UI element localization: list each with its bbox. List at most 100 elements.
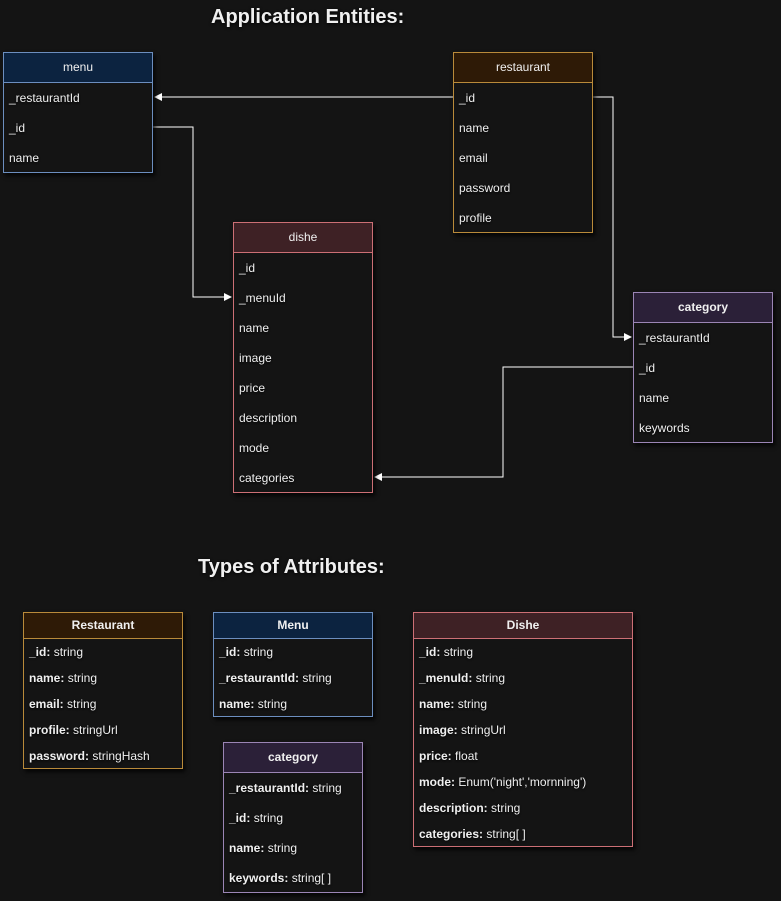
category-types-table[interactable]: category _restaurantId: string _id: stri… [223,742,363,893]
category-type-row: keywords: string[ ] [224,863,362,893]
dishe-entity[interactable]: dishe _id _menuId name image price descr… [233,222,373,493]
dishe-type-row: mode: Enum('night','mornning') [414,769,632,795]
menu-type-row: _restaurantId: string [214,665,372,691]
type-field-value: stringHash [92,749,150,763]
dishe-field-menuid: _menuId [239,291,286,305]
type-field-value: string [457,697,488,711]
type-field-value: string [67,671,98,685]
restaurant-entity-title: restaurant [454,53,592,83]
restaurant-type-row: password: stringHash [24,743,182,769]
restaurant-field-id: _id [459,91,476,105]
dishe-field-mode: mode [239,441,270,455]
type-field-value: string [257,697,288,711]
type-field-key: _id: [219,645,241,659]
type-field-value: string[ ] [486,827,526,841]
dishe-type-row: _id: string [414,639,632,665]
restaurant-field-email: email [459,151,488,165]
type-field-key: keywords: [229,871,289,885]
type-field-value: string [253,811,284,825]
restaurant-type-row: profile: stringUrl [24,717,182,743]
category-type-row: _id: string [224,803,362,833]
menu-entity-title: menu [4,53,152,83]
dishe-types-table[interactable]: Dishe _id: string _menuId: string name: … [413,612,633,847]
dishe-field-categories: categories [239,471,295,485]
type-field-key: description: [419,801,488,815]
category-field-name: name [639,391,670,405]
restaurant-type-row: _id: string [24,639,182,665]
type-field-value: string [243,645,274,659]
type-field-value: string [475,671,506,685]
type-field-key: _restaurantId: [229,781,310,795]
type-field-key: _id: [419,645,441,659]
menu-types-table[interactable]: Menu _id: string _restaurantId: string n… [213,612,373,717]
category-types-title: category [224,743,362,773]
dishe-field-description: description [239,411,298,425]
type-field-value: Enum('night','mornning') [458,775,587,789]
type-field-key: email: [29,697,64,711]
type-field-value: stringUrl [73,723,118,737]
type-field-key: name: [419,697,455,711]
type-field-key: name: [29,671,65,685]
category-type-row: _restaurantId: string [224,773,362,803]
type-field-key: categories: [419,827,484,841]
dishe-field-image: image [239,351,272,365]
dishe-type-row: name: string [414,691,632,717]
type-field-key: _restaurantId: [219,671,300,685]
type-field-value: float [455,749,478,763]
entities-heading: Application Entities: [211,6,405,28]
type-field-key: _id: [229,811,251,825]
restaurant-type-row: name: string [24,665,182,691]
type-field-key: profile: [29,723,70,737]
category-field-restaurantid: _restaurantId [639,331,710,345]
restaurant-field-profile: profile [459,211,492,225]
dishe-type-row: _menuId: string [414,665,632,691]
menu-field-name: name [9,151,40,165]
menu-field-id: _id [9,121,26,135]
restaurant-field-password: password [459,181,511,195]
dishe-type-row: price: float [414,743,632,769]
types-heading: Types of Attributes: [198,556,385,578]
type-field-value: string [67,697,97,711]
type-field-key: name: [229,841,265,855]
link-menu-id-to-dishe-menuid [153,126,232,301]
type-field-key: password: [29,749,90,763]
menu-entity[interactable]: menu _restaurantId _id name [3,52,153,173]
type-field-value: string [443,645,474,659]
type-field-key: _id: [29,645,51,659]
menu-types-title: Menu [214,613,372,639]
link-restaurant-id-to-category-restaurantid [593,96,632,341]
type-field-value: string [302,671,332,685]
restaurant-entity[interactable]: restaurant _id name email password profi… [453,52,593,233]
category-entity-title: category [634,293,772,323]
dishe-types-title: Dishe [414,613,632,639]
restaurant-type-row: email: string [24,691,182,717]
type-field-key: price: [419,749,452,763]
type-field-key: image: [419,723,458,737]
type-field-value: string [53,645,84,659]
menu-type-row: _id: string [214,639,372,665]
dishe-field-name: name [239,321,270,335]
menu-field-restaurantid: _restaurantId [9,91,80,105]
type-field-value: string [267,841,298,855]
type-field-key: _menuId: [419,671,473,685]
type-field-value: string [491,801,521,815]
restaurant-field-name: name [459,121,490,135]
dishe-type-row: description: string [414,795,632,821]
category-field-keywords: keywords [639,421,690,435]
type-field-value: stringUrl [461,723,506,737]
restaurant-types-title: Restaurant [24,613,182,639]
restaurant-types-table[interactable]: Restaurant _id: string name: string emai… [23,612,183,769]
category-entity[interactable]: category _restaurantId _id name keywords [633,292,773,443]
category-field-id: _id [639,361,656,375]
type-field-value: string [312,781,342,795]
menu-type-row: name: string [214,691,372,717]
dishe-entity-title: dishe [234,223,372,253]
link-category-id-to-dishe-categories [374,366,633,481]
type-field-key: mode: [419,775,455,789]
dishe-type-row: image: stringUrl [414,717,632,743]
dishe-type-row: categories: string[ ] [414,821,632,847]
type-field-key: name: [219,697,255,711]
dishe-field-id: _id [239,261,256,275]
category-type-row: name: string [224,833,362,863]
